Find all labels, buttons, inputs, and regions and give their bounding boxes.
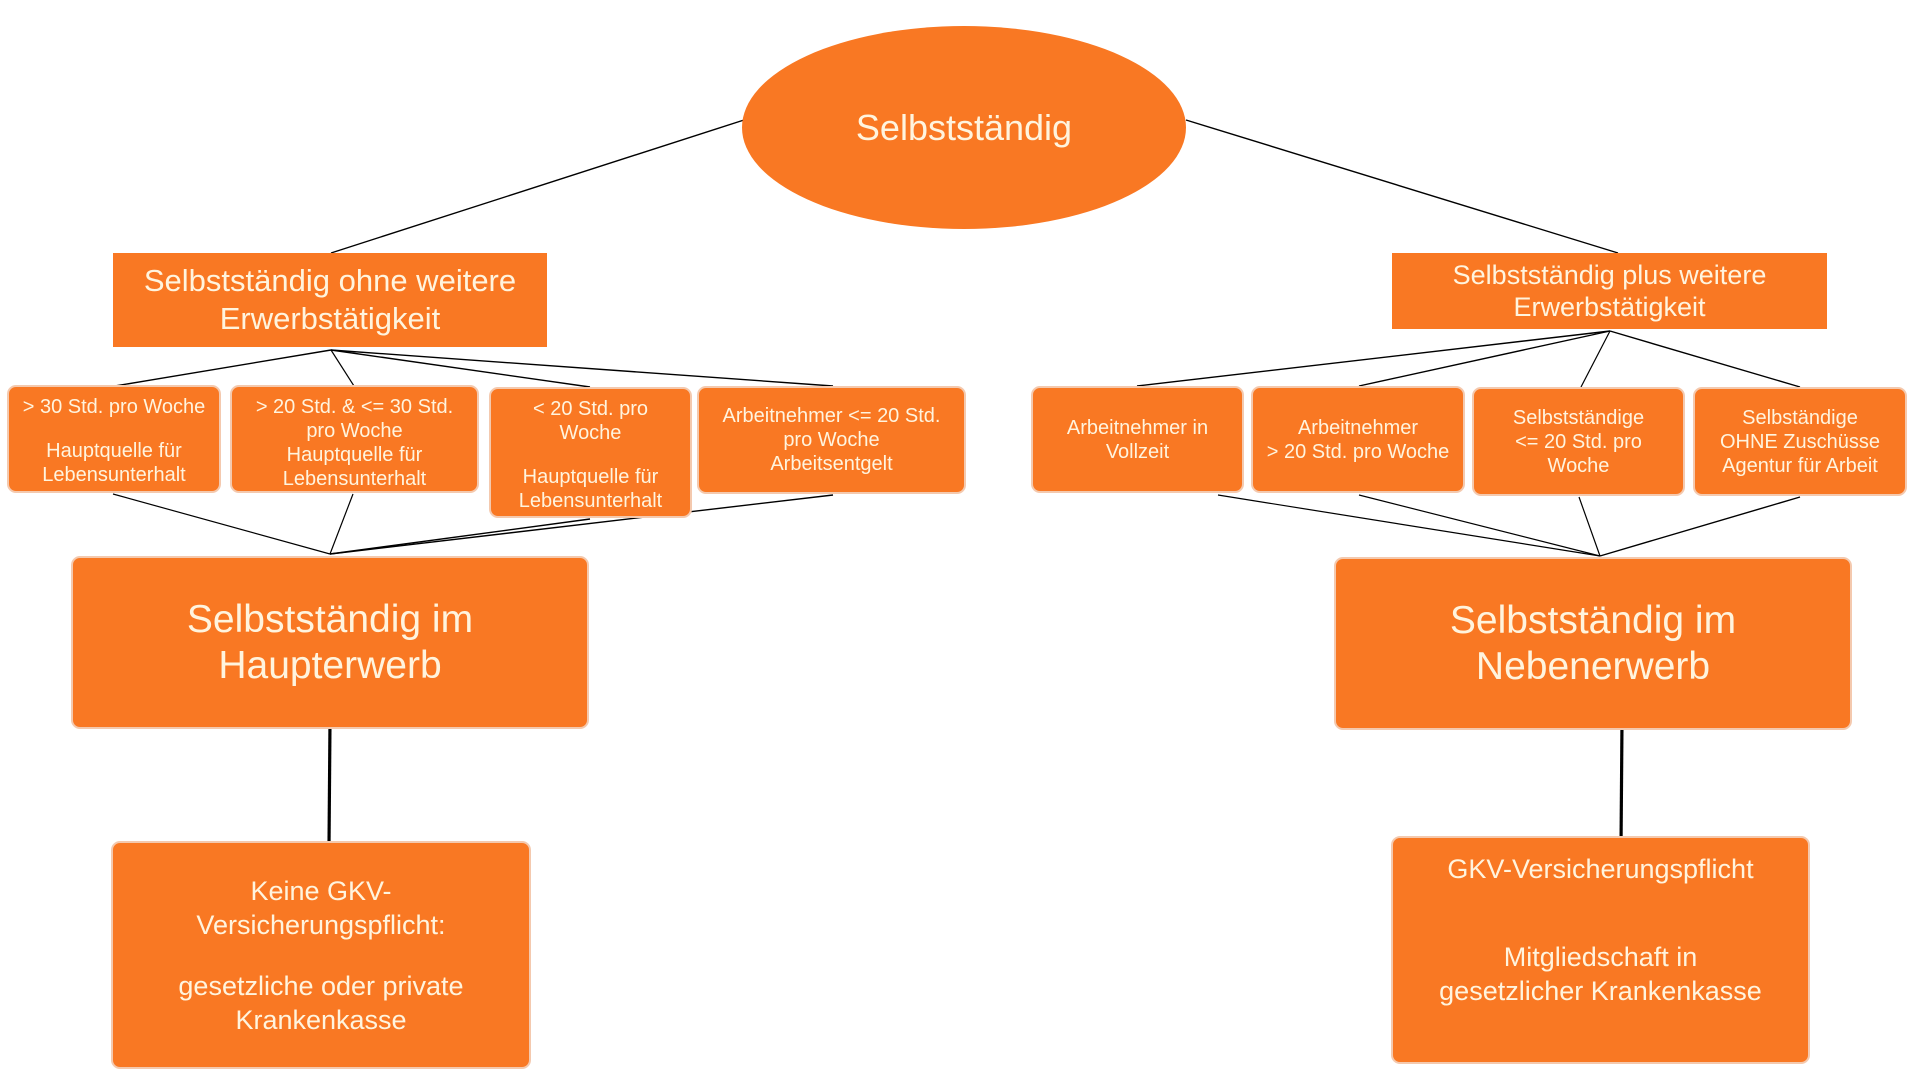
connector-criterion-8-to-nebenerwerb [1599, 496, 1801, 557]
criterion-text: Arbeitsentgelt [770, 453, 893, 475]
connector-root-to-left-category [330, 119, 745, 254]
category-label-line: Selbstständig plus weitere [1452, 260, 1767, 290]
criterion-text: > 20 Std. & <= 30 Std. [255, 396, 454, 418]
criterion-right-3: Selbstständige <= 20 Std. pro Woche [1472, 387, 1685, 496]
criterion-left-2: > 20 Std. & <= 30 Std. pro Woche Hauptqu… [230, 385, 479, 493]
criterion-text: OHNE Zuschüsse [1719, 430, 1881, 453]
outcome-gkv-obligation: GKV-Versicherungspflicht Mitgliedschaft … [1391, 836, 1810, 1064]
result-haupterwerb: Selbstständig im Haupterwerb [71, 556, 589, 729]
connector-root-to-right-category [1185, 119, 1619, 254]
criterion-text: Lebensunterhalt [282, 468, 427, 490]
criterion-text: Hauptquelle für [46, 440, 182, 462]
connector-right-category-to-criterion-4 [1609, 330, 1801, 388]
criterion-text: Woche [1547, 454, 1610, 477]
criterion-text: Arbeitnehmer <= 20 Std. [722, 405, 941, 427]
result-text: Haupterwerb [218, 643, 442, 687]
criterion-text: pro Woche [783, 429, 880, 451]
criterion-text: Arbeitnehmer in [1066, 416, 1209, 439]
arrow-nebenerwerb-to-outcome [1621, 721, 1622, 847]
criterion-left-1: > 30 Std. pro Woche Hauptquelle für Lebe… [7, 385, 221, 493]
connector-criterion-1-to-haupterwerb [112, 493, 331, 555]
outcome-text: Mitgliedschaft in [1503, 942, 1698, 972]
result-nebenerwerb: Selbstständig im Nebenerwerb [1334, 557, 1852, 730]
criterion-text: < 20 Std. pro [532, 398, 649, 420]
root-node: Selbstständig [742, 26, 1186, 229]
outcome-text: gesetzliche oder private [178, 970, 464, 1001]
category-label-line: Selbstständig ohne weitere [143, 263, 517, 298]
outcome-text: Krankenkasse [235, 1004, 407, 1035]
criterion-text: Agentur für Arbeit [1722, 454, 1878, 477]
connector-left-category-to-criterion-3 [330, 349, 591, 388]
result-text: Selbstständig im [186, 597, 474, 641]
criterion-text: Selbständige [1742, 406, 1858, 429]
criterion-right-1: Arbeitnehmer in Vollzeit [1031, 386, 1244, 493]
outcome-text: Versicherungspflicht: [196, 909, 446, 940]
criterion-left-3: < 20 Std. pro Woche Hauptquelle für Lebe… [489, 387, 692, 518]
criterion-right-4: Selbständige OHNE Zuschüsse Agentur für … [1693, 387, 1907, 496]
criterion-text: Vollzeit [1105, 440, 1170, 463]
criterion-text: Selbstständige [1512, 406, 1645, 429]
criterion-text: > 30 Std. pro Woche [22, 396, 206, 418]
criterion-text: pro Woche [306, 420, 403, 442]
root-label: Selbstständig [855, 106, 1073, 148]
criterion-text: Hauptquelle für [522, 466, 659, 488]
result-text: Selbstständig im [1449, 598, 1737, 642]
connector-left-category-to-criterion-2 [330, 349, 355, 387]
connector-left-category-to-criterion-1 [114, 349, 332, 387]
criterion-right-2: Arbeitnehmer > 20 Std. pro Woche [1251, 386, 1465, 493]
criterion-text: <= 20 Std. pro [1515, 430, 1642, 453]
outcome-text: GKV-Versicherungspflicht [1447, 854, 1754, 884]
connector-right-category-to-criterion-3 [1580, 330, 1611, 388]
criterion-text: Hauptquelle für [286, 444, 423, 466]
connector-criterion-5-to-nebenerwerb [1217, 494, 1601, 557]
outcome-text: gesetzlicher Krankenkasse [1439, 976, 1762, 1006]
arrow-haupterwerb-to-outcome [329, 720, 330, 847]
connector-criterion-7-to-nebenerwerb [1578, 496, 1601, 557]
connector-right-category-to-criterion-2 [1358, 330, 1611, 387]
criterion-left-4: Arbeitnehmer <= 20 Std. pro Woche Arbeit… [697, 386, 966, 494]
connector-criterion-3-to-haupterwerb [329, 518, 591, 555]
connector-right-category-to-criterion-1 [1136, 330, 1611, 387]
category-left: Selbstständig ohne weitere Erwerbstätigk… [113, 253, 547, 347]
criterion-text: Arbeitnehmer [1297, 416, 1419, 439]
criterion-text: Lebensunterhalt [42, 464, 186, 486]
connector-left-category-to-criterion-4 [330, 349, 834, 387]
category-label-line: Erwerbstätigkeit [1513, 292, 1706, 322]
connector-criterion-2-to-haupterwerb [329, 493, 354, 555]
criterion-text: Woche [559, 422, 622, 444]
category-label-line: Erwerbstätigkeit [219, 301, 441, 336]
category-right: Selbstständig plus weitere Erwerbstätigk… [1392, 253, 1827, 329]
connector-criterion-6-to-nebenerwerb [1358, 494, 1601, 557]
outcome-no-gkv-obligation: Keine GKV- Versicherungspflicht: gesetzl… [111, 841, 531, 1069]
criterion-text: > 20 Std. pro Woche [1266, 440, 1450, 463]
outcome-text: Keine GKV- [250, 875, 392, 906]
criterion-text: Lebensunterhalt [518, 490, 663, 512]
result-text: Nebenerwerb [1475, 644, 1711, 688]
